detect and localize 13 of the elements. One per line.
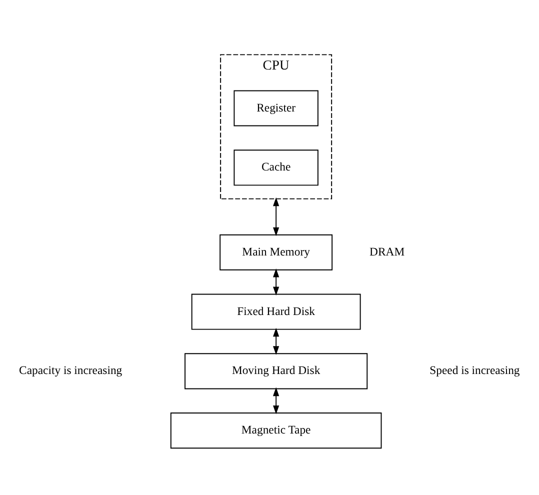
arrow xyxy=(273,328,280,355)
arrow xyxy=(273,268,280,296)
node-label: DRAM xyxy=(370,245,405,258)
arrow xyxy=(273,197,280,236)
node-box: Magnetic Tape xyxy=(170,412,382,449)
label: Capacity is increasing xyxy=(19,364,122,378)
node-box: Register xyxy=(234,90,318,126)
arrow xyxy=(273,387,280,414)
node-box: Cache xyxy=(234,150,318,186)
node-box: Main Memory xyxy=(220,234,333,270)
node-box: Fixed Hard Disk xyxy=(191,294,361,330)
label: Speed is increasing xyxy=(430,364,520,378)
node-box: Moving Hard Disk xyxy=(184,353,368,390)
